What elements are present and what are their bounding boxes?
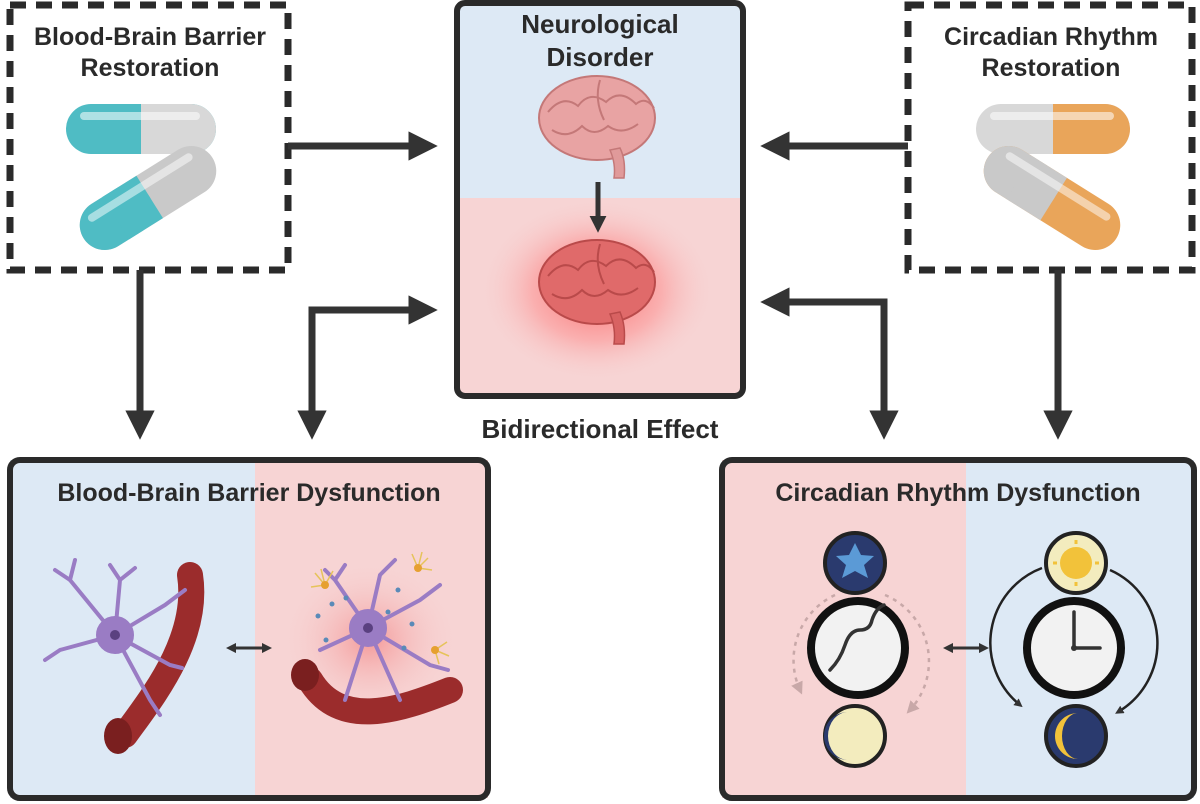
circadian-restoration-title-line2: Restoration [981,54,1121,83]
astrocyte-icon [310,551,450,665]
clock-icon [807,597,909,699]
circadian-dysfunction-title: Circadian Rhythm Dysfunction [775,479,1141,507]
sun-icon [1044,531,1108,595]
circadian-restoration-title-line1: Circadian Rhythm [944,23,1158,51]
circadian-restoration-title: Circadian Rhythm Restoration [912,22,1190,85]
neurological-disorder-box [454,0,746,399]
moon-icon [823,704,887,768]
bbb-dysfunction-box [7,457,491,801]
bidirectional-arrow-circadian [760,287,899,440]
clock-icon [1023,597,1125,699]
cycle-arrow [884,593,931,714]
bbb-dysfunction-title: Blood-Brain Barrier Dysfunction [57,479,441,507]
cycle-arrow [1109,568,1159,714]
blood-vessel-icon [291,659,463,725]
bbb-restoration-title-line2: Restoration [80,54,220,83]
bidirectional-effect-label: Bidirectional Effect [481,414,719,444]
cycle-arrow [791,593,836,695]
neurological-disorder-title-line1: Neurological [521,9,679,39]
bbb-restoration-title-line1: Blood-Brain Barrier [34,23,266,51]
star-night-icon [823,531,887,595]
inflamed-brain-icon [538,239,656,345]
cycle-arrow [989,566,1043,708]
pill-capsule-icon [66,104,217,251]
brain-icon [538,75,656,179]
molecule-dots [315,587,415,651]
moon-icon [1044,704,1108,768]
circadian-dysfunction-box [719,457,1197,801]
neurological-disorder-title-line2: Disorder [546,41,654,72]
neuron-icon [318,558,450,702]
neuron-icon [43,558,187,717]
bidirectional-arrow-bbb [297,295,438,440]
neurological-disorder-title: Neurological Disorder [462,8,738,73]
bbb-restoration-box [6,1,292,274]
bbb-restoration-title: Blood-Brain Barrier Restoration [14,22,286,85]
circadian-restoration-box [904,1,1196,274]
pill-capsule-icon [976,104,1130,251]
